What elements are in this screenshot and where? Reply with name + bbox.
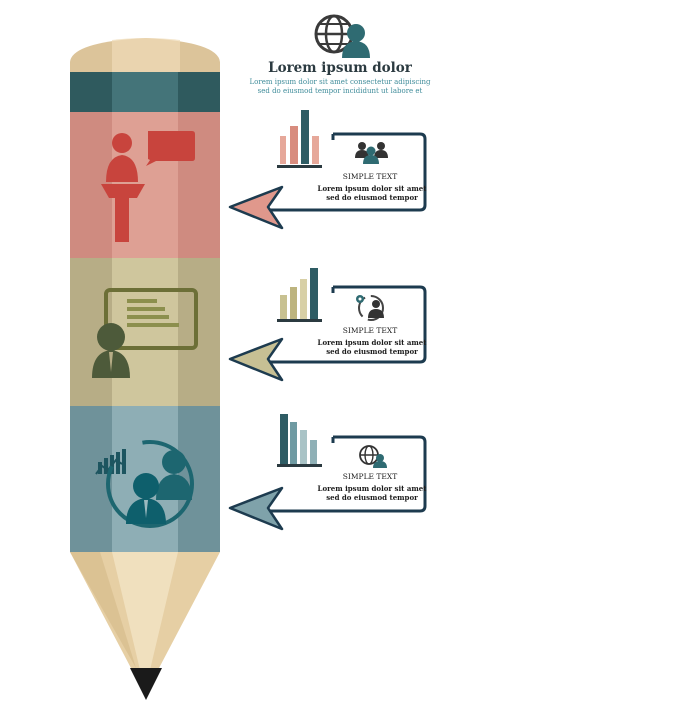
info-card-2 [228, 268, 427, 382]
card-frame-2 [260, 285, 427, 364]
subtitle-line-1: Lorem ipsum dolor sit amet consectetur a… [249, 78, 431, 86]
card-1-line-1: Lorem ipsum dolor sit amet [317, 184, 427, 193]
team-chart-icon [95, 440, 194, 528]
presentation-board-icon [92, 288, 198, 378]
bar-chart-icon-3 [277, 414, 322, 467]
card-2-line-2: sed do eiusmod tempor [326, 347, 418, 356]
card-frame-1 [260, 132, 427, 212]
pencil-graphite [130, 668, 162, 700]
card-2-title: SIMPLE TEXT [342, 326, 398, 335]
card-2-body: Lorem ipsum dolor sit amet sed do eiusmo… [317, 338, 427, 356]
card-1-title: SIMPLE TEXT [342, 172, 398, 181]
subtitle-line-2: sed do eiusmod tempor incididunt ut labo… [257, 87, 423, 95]
pointer-arrow-1 [228, 185, 284, 230]
people-group-icon [355, 142, 388, 164]
card-3-body: Lorem ipsum dolor sit amet sed do eiusmo… [317, 484, 427, 502]
card-3-title: SIMPLE TEXT [342, 472, 398, 481]
globe-person-icon [359, 445, 387, 468]
card-2-line-1: Lorem ipsum dolor sit amet [317, 338, 427, 347]
pointer-arrow-2 [228, 337, 284, 382]
globe-person-header-icon [314, 14, 370, 58]
pencil [70, 38, 220, 700]
info-card-3 [228, 414, 427, 531]
card-3-line-1: Lorem ipsum dolor sit amet [317, 484, 427, 493]
card-frame-3 [260, 435, 427, 513]
gear-person-icon [356, 295, 384, 321]
pointer-arrow-3 [228, 486, 284, 531]
card-3-line-2: sed do eiusmod tempor [326, 493, 418, 502]
card-1-line-2: sed do eiusmod tempor [326, 193, 418, 202]
bar-chart-icon-1 [277, 110, 322, 168]
info-card-1 [228, 110, 427, 230]
presenter-podium-icon [101, 131, 195, 242]
card-1-body: Lorem ipsum dolor sit amet sed do eiusmo… [317, 184, 427, 202]
bar-chart-icon-2 [277, 268, 322, 322]
page-title: Lorem ipsum dolor [268, 60, 412, 76]
page-subtitle: Lorem ipsum dolor sit amet consectetur a… [240, 78, 440, 96]
